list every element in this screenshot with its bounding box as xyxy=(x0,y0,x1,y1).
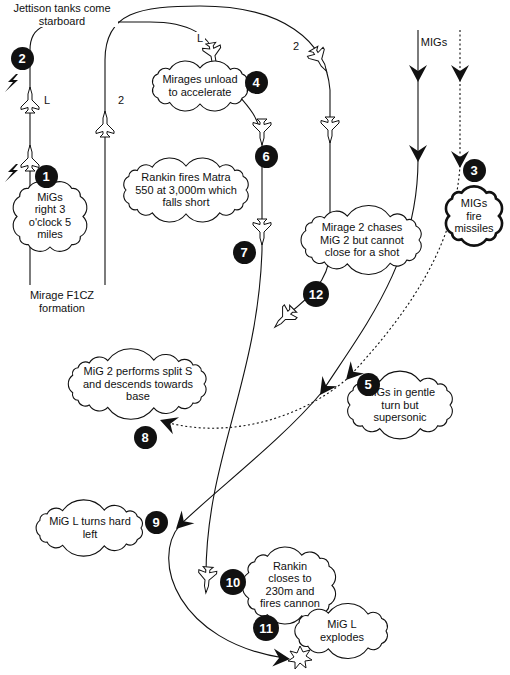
mirage-aircraft xyxy=(321,117,339,143)
note-cloud: Rankin fires Matra 550 at 3,000m which f… xyxy=(120,160,252,220)
mirage-aircraft xyxy=(306,44,335,76)
callout-number: 12 xyxy=(303,281,329,307)
note-text: MiG L explodes xyxy=(306,618,378,643)
note-text: MIGs fire missiles xyxy=(452,197,496,235)
mig-arrow xyxy=(313,376,337,400)
note-label: Jettison tanks come starboard xyxy=(6,2,118,27)
mig-arrow xyxy=(170,511,195,536)
note-cloud: Mirage 2 chases MiG 2 but cannot close f… xyxy=(299,210,425,270)
cloud-outline xyxy=(13,181,87,251)
mirage-aircraft xyxy=(268,302,299,333)
aircraft-label: L xyxy=(42,94,52,107)
note-cloud: MiG L explodes xyxy=(292,607,392,655)
callout-text: 1 xyxy=(42,169,49,184)
cloud-outline xyxy=(348,371,453,439)
aircraft-label: 2 xyxy=(291,40,301,53)
aircraft-label: 2 xyxy=(116,94,126,107)
callout-text: 8 xyxy=(141,430,148,445)
cloud-outline xyxy=(301,206,421,275)
cloud-outline xyxy=(152,61,247,111)
aircraft-label: L xyxy=(195,32,205,45)
mirage-aircraft xyxy=(21,145,39,171)
cloud-outline xyxy=(36,500,142,556)
mig-arrow xyxy=(409,145,427,162)
aircraft-label: MIGs xyxy=(419,36,449,49)
note-text: Mirage 2 chases MiG 2 but cannot close f… xyxy=(313,221,411,259)
note-cloud: MiGs right 3 o'clock 5 miles xyxy=(11,180,89,253)
cloud-outline xyxy=(295,603,388,658)
callout-number: 8 xyxy=(134,426,157,449)
lightning-symbol xyxy=(5,164,18,182)
mig-arrow xyxy=(157,412,179,435)
callout-text: 3 xyxy=(470,163,477,178)
mirage-aircraft xyxy=(96,111,114,137)
callout-number: 11 xyxy=(253,615,279,641)
note-text: Rankin fires Matra 550 at 3,000m which f… xyxy=(134,171,238,209)
mig-l-track xyxy=(169,30,418,658)
cloud-outline xyxy=(68,349,206,420)
mig-arrow xyxy=(451,65,469,82)
note-text: MiG L turns hard left xyxy=(47,515,133,540)
cloud-outline xyxy=(446,186,502,245)
note-label: Mirage F1CZ formation xyxy=(10,289,114,314)
callout-text: 9 xyxy=(152,515,159,530)
callout-text: 7 xyxy=(240,245,247,260)
mirage-aircraft xyxy=(21,87,39,113)
mirage-aircraft xyxy=(197,566,217,593)
note-text: MiG 2 performs split S and descends towa… xyxy=(80,365,196,403)
mig-arrow xyxy=(409,65,427,82)
callout-text: 11 xyxy=(259,621,273,636)
cloud-outline xyxy=(124,158,248,222)
mig-2-track xyxy=(162,30,460,428)
mirage-aircraft xyxy=(253,219,271,245)
callout-number: 4 xyxy=(245,71,268,94)
note-cloud: MiG 2 performs split S and descends towa… xyxy=(66,354,210,414)
mig-arrow xyxy=(272,649,291,668)
callout-text: 12 xyxy=(309,287,323,302)
callout-number: 3 xyxy=(463,159,486,182)
note-cloud: Mirages unload to accelerate xyxy=(148,62,252,110)
callout-number: 6 xyxy=(255,145,278,168)
callout-number: 2 xyxy=(11,47,34,70)
callout-number: 7 xyxy=(233,241,256,264)
note-text: Rankin closes to 230m and fires cannon xyxy=(256,560,324,611)
callout-number: 5 xyxy=(357,373,380,396)
mirage-2-track xyxy=(105,6,330,316)
callout-text: 4 xyxy=(252,75,259,90)
callout-number: 1 xyxy=(35,165,58,188)
note-text: MiGs right 3 o'clock 5 miles xyxy=(25,191,75,242)
callout-text: 5 xyxy=(364,377,371,392)
callout-text: 10 xyxy=(226,575,240,590)
callout-text: 2 xyxy=(18,51,25,66)
note-text: Mirages unload to accelerate xyxy=(162,73,238,98)
callout-number: 10 xyxy=(220,569,246,595)
callout-text: 6 xyxy=(262,149,269,164)
lightning-symbol xyxy=(5,74,18,92)
mirage-aircraft xyxy=(253,119,271,145)
note-cloud: MIGs fire missiles xyxy=(443,186,505,246)
note-cloud: MiG L turns hard left xyxy=(33,504,147,552)
explosion xyxy=(288,646,312,669)
callout-number: 9 xyxy=(145,511,168,534)
